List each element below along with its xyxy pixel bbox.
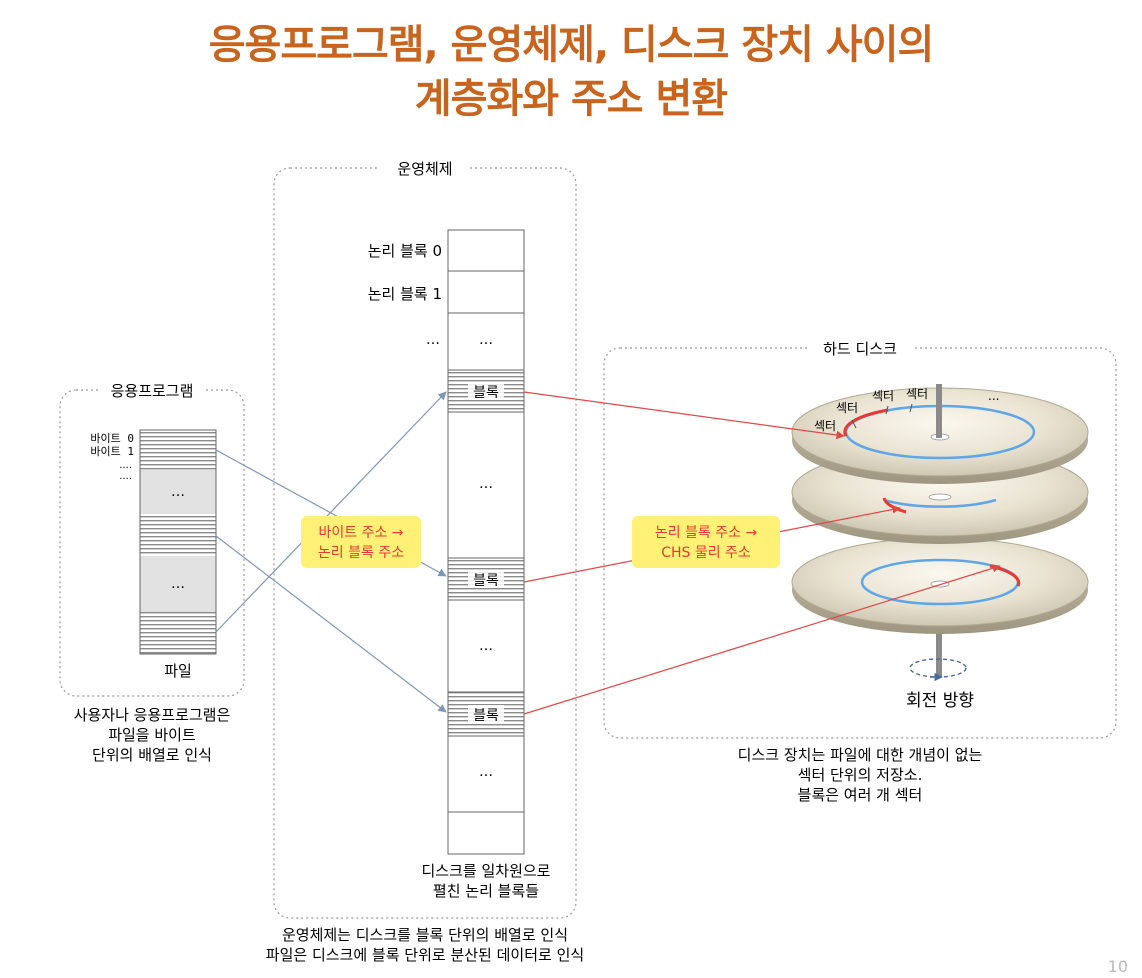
conv1-line1: 바이트 주소 → <box>318 525 403 541</box>
app-group-label: 응용프로그램 <box>111 382 194 400</box>
block-label-1: 블록 <box>473 385 499 401</box>
app-caption-1: 사용자나 응용프로그램은 <box>74 706 231 724</box>
os-note-2: 펼친 논리 블록들 <box>433 882 539 900</box>
title-line-2: 계층화와 주소 변환 <box>414 76 728 122</box>
sector-label-1: 섹터 <box>814 419 836 433</box>
os-note-1: 디스크를 일차원으로 <box>422 862 551 880</box>
rotation-label: 회전 방향 <box>906 691 974 711</box>
byte-0-label: 바이트 0 <box>90 432 134 445</box>
block-label-3: 블록 <box>473 708 499 724</box>
logical-block-1-label: 논리 블록 1 <box>368 285 442 303</box>
app-caption-2: 파일을 바이트 <box>108 726 196 744</box>
conv2-line2: CHS 물리 주소 <box>661 545 751 561</box>
file-byte-array <box>139 429 217 655</box>
conversion-box-byte-to-block: 바이트 주소 → 논리 블록 주소 <box>301 516 421 568</box>
sector-label-4: 섹터 <box>906 387 928 401</box>
conversion-box-block-to-chs: 논리 블록 주소 → CHS 물리 주소 <box>632 516 780 568</box>
column-dots-3: … <box>479 638 493 654</box>
disk-caption-3: 블록은 여러 개 섹터 <box>798 786 923 804</box>
logical-block-column <box>447 229 525 855</box>
column-dots-1: … <box>479 332 493 348</box>
block-label-2: 블록 <box>473 573 499 589</box>
logical-block-dots-label: … <box>426 332 440 348</box>
os-caption-1: 운영체제는 디스크를 블록 단위의 배열로 인식 <box>282 926 568 944</box>
logical-block-0-label: 논리 블록 0 <box>368 242 442 260</box>
disk-caption-2: 섹터 단위의 저장소. <box>798 766 923 784</box>
disk-caption-1: 디스크 장치는 파일에 대한 개념이 없는 <box>738 746 983 764</box>
os-group-label: 운영체제 <box>397 160 452 178</box>
byte-1-label: 바이트 1 <box>90 445 134 458</box>
sector-label-3: 섹터 <box>872 389 894 403</box>
app-caption-3: 단위의 배열로 인식 <box>92 746 212 764</box>
conv1-line2: 논리 블록 주소 <box>318 545 404 561</box>
file-label: 파일 <box>164 662 192 680</box>
sector-label-2: 섹터 <box>836 401 858 415</box>
column-dots-4: … <box>479 764 493 780</box>
column-dots-2: … <box>479 476 493 492</box>
platter-3 <box>791 537 1089 634</box>
os-caption-2: 파일은 디스크에 블록 단위로 분산된 데이터로 인식 <box>266 946 584 964</box>
byte-dots-2: .... <box>119 471 132 482</box>
file-dots-2: … <box>171 576 185 592</box>
sector-dots: ... <box>988 389 999 403</box>
platter-1 <box>791 387 1089 484</box>
file-dots-1: … <box>171 484 185 500</box>
title-line-1: 응용프로그램, 운영체제, 디스크 장치 사이의 <box>208 22 935 68</box>
byte-dots-1: .... <box>119 460 132 471</box>
conv2-line1: 논리 블록 주소 → <box>655 525 758 541</box>
disk-group-label: 하드 디스크 <box>823 340 897 358</box>
page-number: 10 <box>1107 957 1128 976</box>
